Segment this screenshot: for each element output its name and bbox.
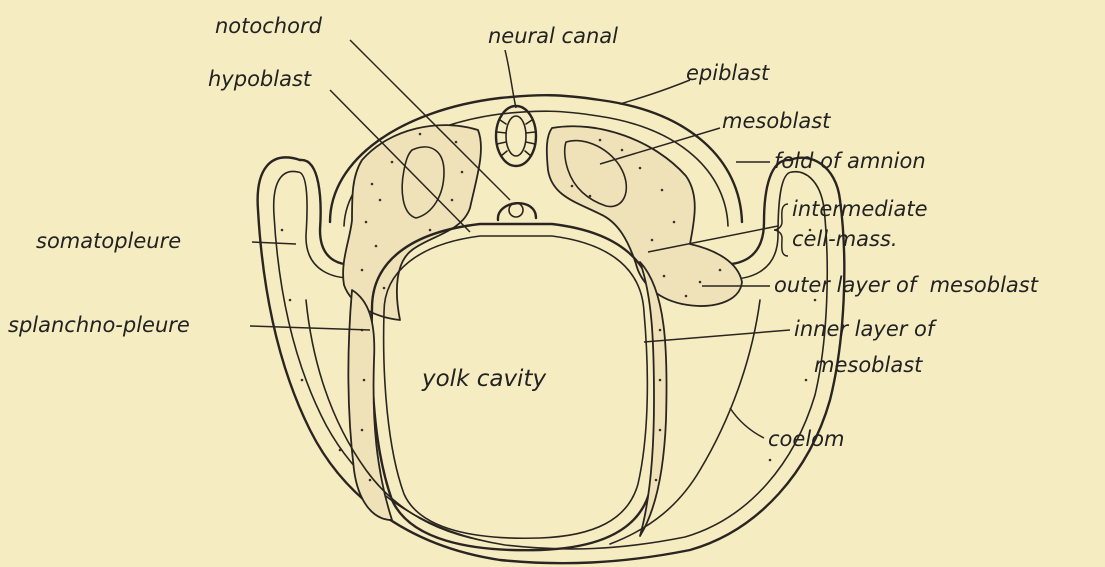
label-epiblast: epiblast: [686, 61, 770, 85]
leader-neural-canal: [505, 50, 516, 108]
left-splanchnopleure-strip: [348, 290, 392, 520]
leader-somatopleure: [252, 242, 296, 244]
label-coelom: coelom: [768, 427, 844, 451]
right-splanchnopleure-strip: [640, 262, 667, 536]
leader-epiblast: [620, 80, 690, 104]
label-mesoblast: mesoblast: [722, 109, 831, 133]
label-intermediate: intermediate: [792, 197, 928, 221]
label-fold-of-amnion: fold of amnion: [774, 149, 926, 173]
label-neural-canal: neural canal: [488, 24, 618, 48]
label-splanchno-pleure: splanchno-pleure: [8, 313, 190, 337]
label-inner-mesoblast: mesoblast: [814, 353, 923, 377]
right-somatopleure-line: [610, 300, 760, 544]
neural-canal-lumen: [506, 116, 526, 156]
label-somatopleure: somatopleure: [36, 229, 181, 253]
label-notochord: notochord: [215, 14, 323, 38]
neural-tube-cells: [497, 120, 535, 156]
label-hypoblast: hypoblast: [208, 67, 312, 91]
label-cell-mass: cell-mass.: [792, 227, 898, 251]
notochord-core: [509, 203, 523, 217]
leader-inner-layer: [644, 330, 790, 342]
neural-tube: [496, 106, 536, 166]
label-inner-layer-of: inner layer of: [794, 317, 938, 341]
label-yolk-cavity: yolk cavity: [421, 366, 546, 392]
label-outer-layer-of-mesoblast: outer layer of mesoblast: [774, 273, 1039, 297]
leader-coelom: [730, 408, 764, 438]
outer-body-wall: [258, 157, 845, 563]
